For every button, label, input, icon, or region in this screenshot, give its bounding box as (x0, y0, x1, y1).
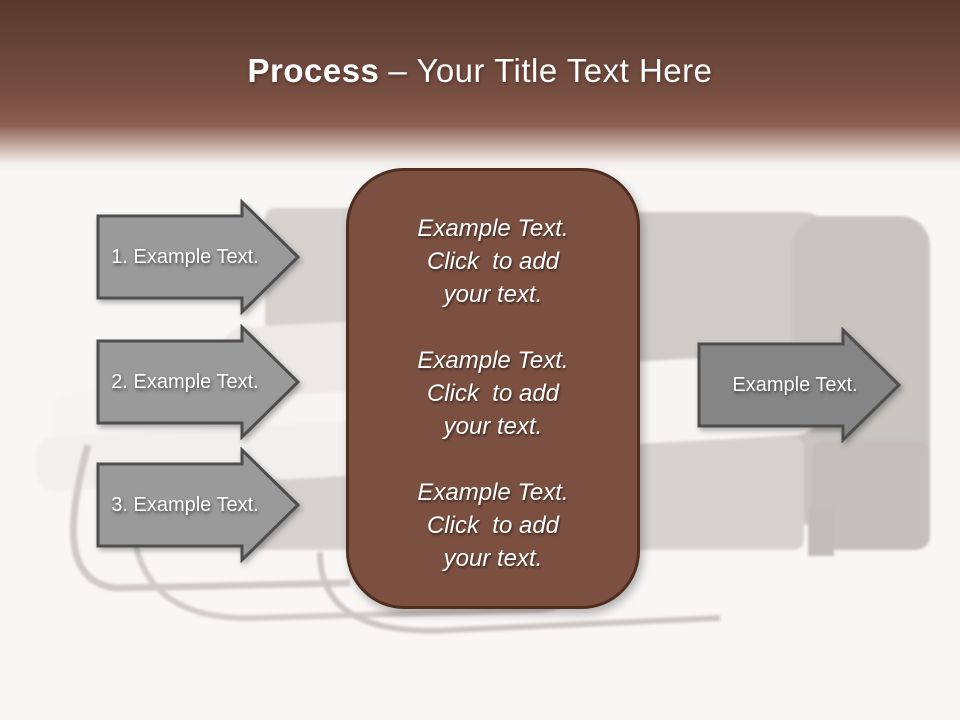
title-emphasis: Process (247, 52, 380, 89)
right-arrow-shape-icon (96, 447, 301, 563)
process-step-arrow-1[interactable]: 1. Example Text. (96, 199, 302, 315)
process-step-label-1: 1. Example Text. (111, 245, 259, 268)
process-step-arrow-2[interactable]: 2. Example Text. (96, 324, 302, 440)
slide-title[interactable]: Process– Your Title Text Here (0, 52, 960, 90)
process-step-arrow-3[interactable]: 3. Example Text. (96, 447, 302, 563)
panel-text-line: your text. (443, 281, 543, 308)
header-banner (0, 0, 960, 172)
right-arrow-shape-icon (96, 324, 301, 440)
right-arrow-shape-icon (697, 327, 902, 443)
output-arrow-label: Example Text. (732, 373, 858, 396)
panel-text-line: your text. (443, 413, 543, 440)
panel-text-line: Example Text. (417, 479, 569, 506)
panel-text-line: Click to add (426, 512, 560, 539)
panel-text-line: Example Text. (417, 215, 569, 242)
process-step-label-3: 3. Example Text. (111, 493, 259, 516)
panel-text-line: your text. (443, 545, 543, 572)
panel-text-line: Example Text. (417, 347, 569, 374)
center-text-panel[interactable]: Example Text. Click to add your text. Ex… (346, 168, 640, 609)
output-arrow[interactable]: Example Text. (697, 327, 903, 443)
panel-text-block-1[interactable]: Example Text. Click to add your text. (349, 212, 637, 311)
panel-text-block-3[interactable]: Example Text. Click to add your text. (349, 476, 637, 575)
panel-text-block-2[interactable]: Example Text. Click to add your text. (349, 344, 637, 443)
panel-text-line: Click to add (426, 248, 560, 275)
right-arrow-shape-icon (96, 199, 301, 315)
panel-text-line: Click to add (426, 380, 560, 407)
process-step-label-2: 2. Example Text. (111, 370, 259, 393)
title-rest: – Your Title Text Here (388, 52, 713, 89)
